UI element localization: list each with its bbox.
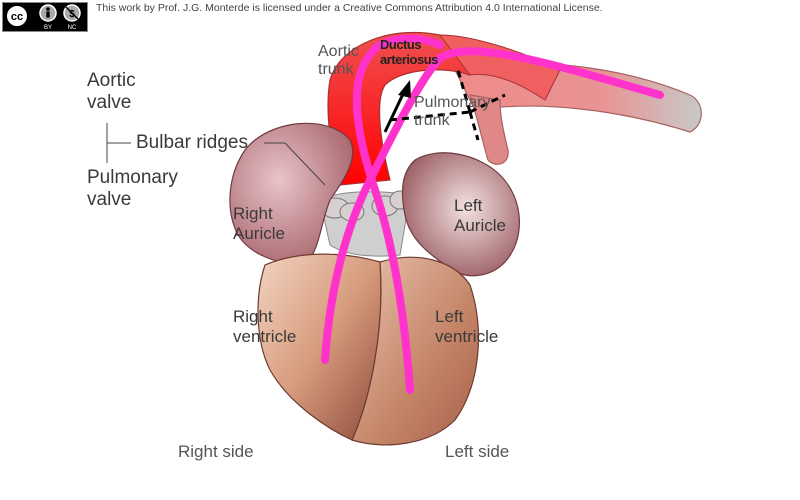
ductus-arrow [383, 80, 411, 133]
flow-line-pulmonary [352, 34, 444, 394]
bulbar-ridges-label: Bulbar ridges [136, 132, 248, 153]
bulbar-ridges [319, 190, 411, 257]
svg-text:NC: NC [68, 25, 77, 31]
dashed-branch-lines [389, 69, 506, 141]
svg-text:$: $ [69, 9, 75, 20]
right-side-label: Right side [178, 442, 254, 461]
cc-logo-icon: cc $ BY NC [3, 3, 87, 31]
left-ventricle-shape [351, 256, 480, 446]
left-auricle-shape [401, 152, 521, 277]
svg-text:BY: BY [44, 25, 52, 31]
flow-line-aortic [321, 47, 664, 364]
valve-leader-lines [106, 123, 326, 186]
license-text: This work by Prof. J.G. Monterde is lice… [96, 2, 603, 14]
svg-text:cc: cc [11, 11, 23, 23]
pulmonary-trunk-vessel [454, 62, 702, 165]
cc-license-badge[interactable]: cc $ BY NC [2, 2, 88, 32]
right-auricle-shape [229, 122, 354, 266]
left-side-label: Left side [445, 442, 510, 461]
